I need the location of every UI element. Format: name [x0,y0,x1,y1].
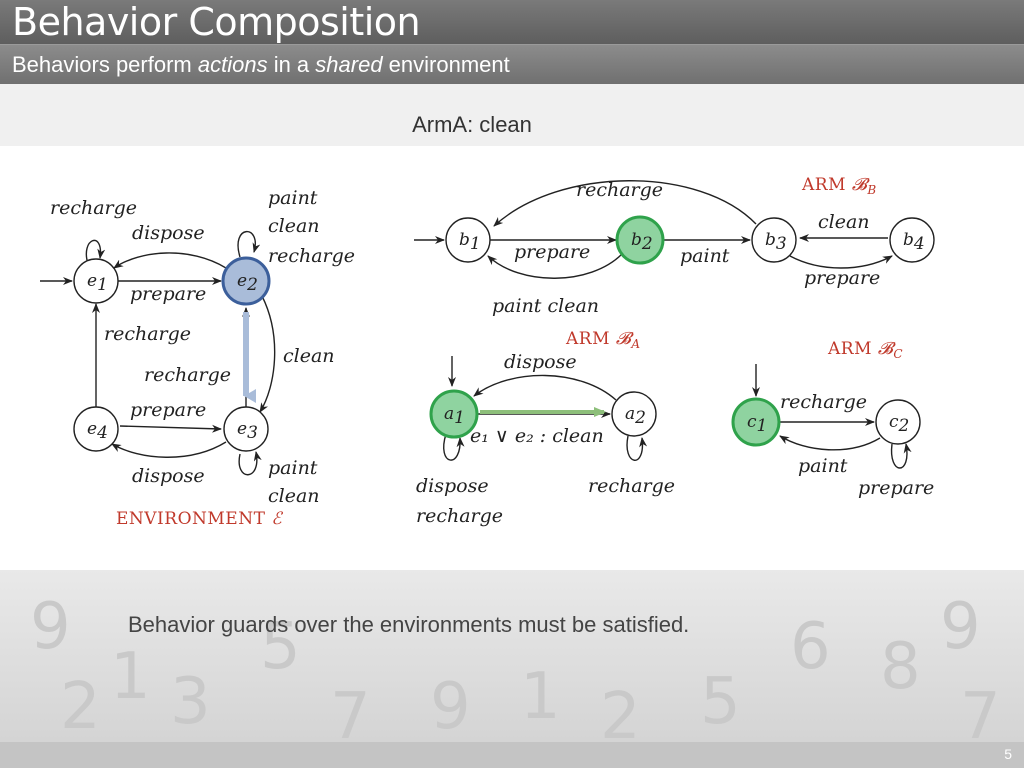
label-e3-loop-b: clean [268,485,320,507]
page-number: 5 [1004,746,1012,762]
slide-subtitle: Behaviors perform actions in a shared en… [12,51,510,79]
label-b1-b2: prepare [514,241,590,263]
footer-bar: 5 [0,742,1024,768]
behavior-composition-diagram: e1 e2 e3 e4 recharge dispose prepare pai… [40,175,935,529]
state-a2 [611,391,657,437]
decorative-number-background: 9 1 3 2 5 7 9 1 2 5 6 8 9 7 [0,570,1024,742]
environment-diagram [40,230,276,476]
title-bar: Behavior Composition [0,0,1024,44]
label-e4-e3: prepare [130,399,206,421]
state-e3-label: e3 [237,419,258,443]
label-b4-b3: clean [818,211,870,233]
edge-e3-loop [238,451,262,476]
label-b3-b4: prepare [804,267,880,289]
state-b2 [615,215,665,265]
label-e2-loop-c: recharge [268,245,355,267]
subtitle-emph-shared: shared [315,52,383,77]
state-c2 [875,399,921,445]
label-a2-a1: dispose [504,351,577,373]
arm-b-diagram [414,180,893,279]
state-e1-label: e1 [87,271,108,295]
edge-c2-c1 [779,435,881,451]
edge-e2-e3 [259,295,276,413]
state-b4-label: b4 [903,230,925,254]
state-b4 [889,217,935,263]
state-a2-label: a2 [625,404,646,428]
label-e2-e3: clean [283,345,335,367]
arm-c-title: ARM 𝓑C [827,339,903,361]
edge-a2-loop [626,435,648,461]
subtitle-text-2: in a [267,52,316,77]
label-e2-loop-b: clean [268,215,320,237]
label-b2-b3: paint [680,245,730,267]
arm-c-diagram [752,364,912,469]
slide-caption: Behavior guards over the environments mu… [128,612,690,637]
edge-e1-loop [85,239,106,265]
edge-e2-e1 [113,252,227,269]
label-c2-loop: prepare [858,477,934,499]
label-a1-loop-a: dispose [416,475,489,497]
state-e4-label: e4 [87,419,108,443]
state-e2 [221,256,271,306]
slide-title: Behavior Composition [12,0,421,44]
label-e3-e2: recharge [144,364,231,386]
state-a1 [429,389,479,439]
edge-b3-b1 [493,180,757,227]
diagram-area: e1 e2 e3 e4 recharge dispose prepare pai… [0,146,1024,570]
subtitle-text-1: Behaviors perform [12,52,198,77]
state-c1 [731,397,781,447]
label-e4-e1: recharge [104,323,191,345]
state-b1-label: b1 [459,230,481,254]
edge-e4-e3 [119,424,222,433]
subtitle-text-3: environment [382,52,510,77]
state-e3 [223,406,269,452]
state-a1-label: a1 [444,404,465,428]
state-e2-label: e2 [237,271,258,295]
label-e2-e1: dispose [132,222,205,244]
state-b3-label: b3 [765,230,787,254]
state-e4 [73,406,119,452]
environment-title: ENVIRONMENT ℰ [116,509,283,529]
label-c1-c2: recharge [780,391,867,413]
subtitle-bar: Behaviors perform actions in a shared en… [0,44,1024,85]
arm-b-title: ARM 𝓑B [801,175,877,197]
label-a1-a2: e₁ ∨ e₂ : clean [470,425,604,447]
label-e3-e4: dispose [132,465,205,487]
edge-b3-b4 [789,255,893,269]
label-a1-loop-b: recharge [416,505,503,527]
state-c2-label: c2 [889,412,909,436]
label-b2-b1: paint clean [492,295,599,317]
label-c2-c1: paint [798,455,848,477]
edge-a2-a1 [473,374,617,401]
state-b3 [751,217,797,263]
edge-c2-loop [890,443,912,469]
state-c1-label: c1 [747,412,767,436]
edge-e2-loop [237,230,261,258]
arm-a-title: ARM 𝓑A [565,329,641,351]
label-a2-loop: recharge [588,475,675,497]
state-b2-label: b2 [631,230,653,254]
edge-b2-b1 [487,253,623,279]
label-e1-e2: prepare [130,283,206,305]
current-state-label: ArmA: clean [412,112,532,137]
state-e1 [73,258,119,304]
label-e3-loop-a: paint [268,457,318,479]
edge-e3-e4 [111,441,227,458]
state-strip [0,84,1024,146]
state-b1 [445,217,491,263]
label-b3-b1: recharge [576,179,663,201]
edge-a1-loop [443,433,465,461]
label-e1-loop: recharge [50,197,137,219]
subtitle-emph-actions: actions [197,52,268,77]
label-e2-loop-a: paint [268,187,318,209]
